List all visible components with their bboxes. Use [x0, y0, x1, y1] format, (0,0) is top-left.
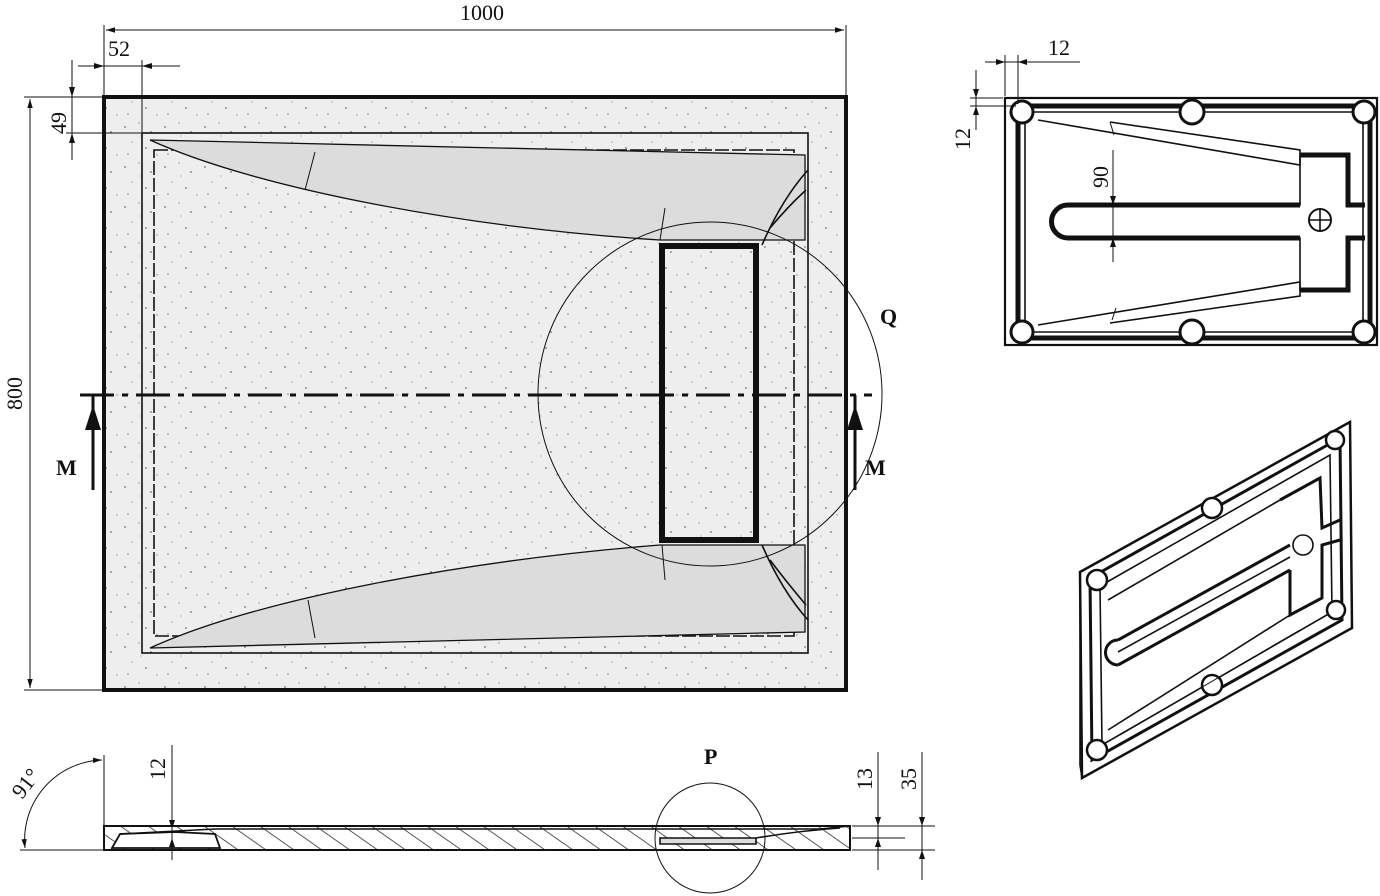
isometric-view — [1078, 419, 1354, 781]
drain-grate — [659, 243, 759, 543]
dim-width: 1000 — [460, 0, 504, 25]
detail-label-q: Q — [880, 304, 897, 329]
lower-slope-wing — [149, 544, 806, 649]
dim-thickness-total: 35 — [896, 768, 921, 790]
iso-outline — [1078, 419, 1354, 781]
dim-rim-top: 49 — [46, 112, 71, 134]
main-plan-view: Q M M 1000 52 49 800 — [2, 0, 897, 692]
upper-slope-wing — [149, 139, 806, 241]
dim-small-rim-x: 12 — [1048, 35, 1070, 60]
section-label-left: M — [56, 455, 77, 480]
dim-small-rim-y: 12 — [950, 128, 975, 150]
side-section-view: P 91° 12 13 35 — [6, 744, 935, 894]
dim-depth: 800 — [2, 377, 27, 410]
section-label-right: M — [865, 455, 886, 480]
dim-slope-angle: 91° — [6, 763, 45, 803]
detail-label-p: P — [704, 744, 717, 769]
dim-rim-left: 52 — [108, 36, 130, 61]
dim-side-rim: 12 — [145, 758, 170, 780]
small-plan-view: 12 12 90 — [950, 35, 1379, 347]
detail-circle-p — [654, 782, 766, 894]
dim-channel-offset: 90 — [1088, 166, 1113, 188]
dim-thickness-inner: 13 — [852, 768, 877, 790]
